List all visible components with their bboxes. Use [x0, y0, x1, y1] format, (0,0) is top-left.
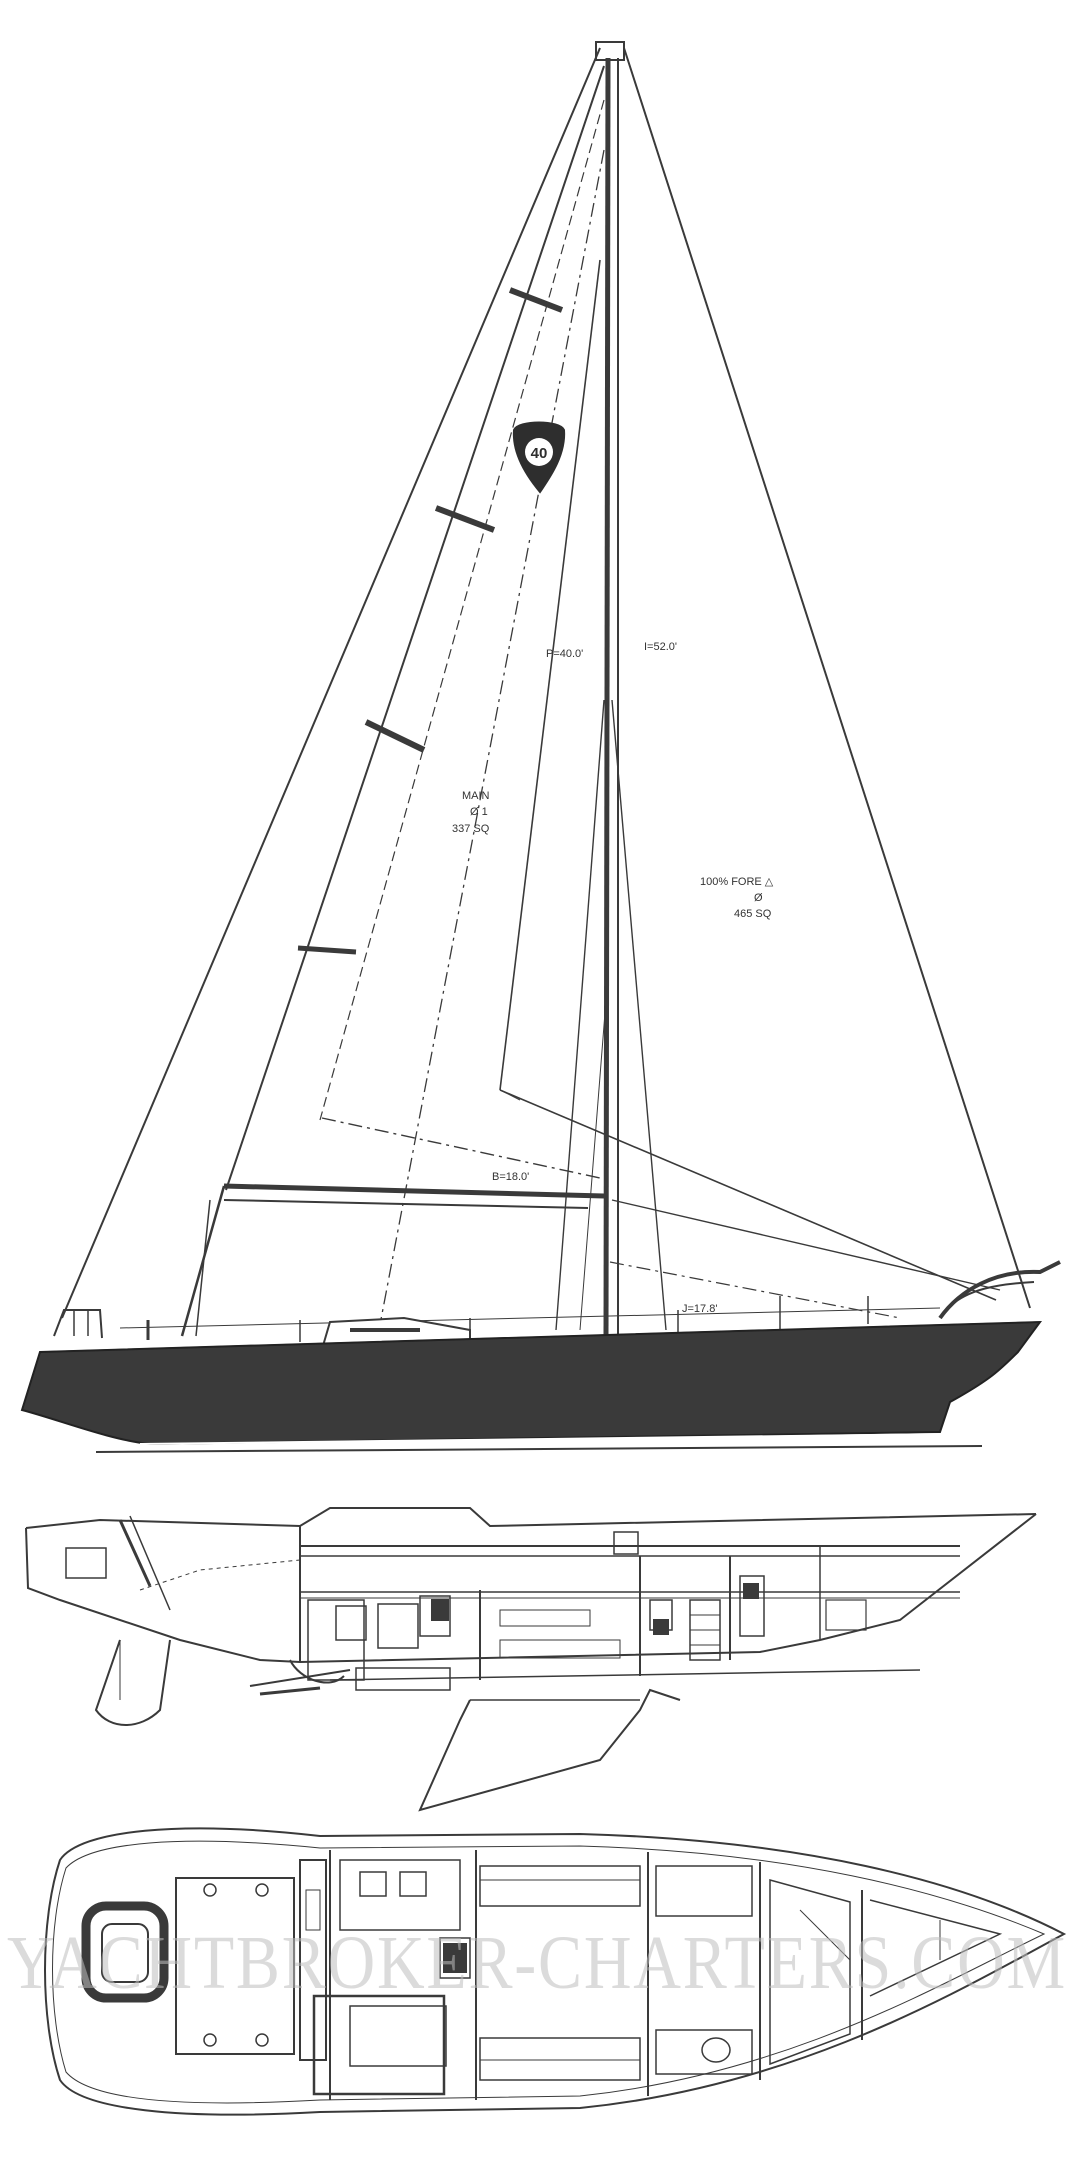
hull: [20, 1320, 1043, 1446]
accommodation-plan: [44, 1827, 1067, 2116]
hull-outline-plan: [44, 1827, 1067, 2116]
main-area-label-2: Ø 1: [470, 806, 488, 818]
masthead: [595, 41, 625, 61]
rudder: [94, 1639, 171, 1726]
mast: [603, 57, 611, 1339]
sail-labels: P=40.0' I=52.0' MAIN Ø 1 337 SQ 100% FOR…: [452, 641, 774, 1315]
batten-4: [297, 945, 357, 955]
fore-area-label-1: 100% FORE △: [700, 876, 774, 888]
class-logo: 40: [512, 421, 566, 494]
waterline: [95, 1445, 983, 1453]
batten-2: [434, 505, 496, 533]
class-logo-text: 40: [531, 445, 548, 462]
batten-1: [508, 287, 564, 313]
sail-plan: [39, 41, 1061, 1358]
boom: [223, 1183, 605, 1199]
forestay: [623, 47, 1031, 1309]
keel: [418, 1688, 681, 1812]
main-area-label-3: 337 SQ: [452, 823, 490, 835]
inboard-profile: [25, 1507, 1037, 1812]
watermark: YACHTBROKER-CHARTERS.COM: [7, 1921, 1067, 2005]
boom-dimension-label: B=18.0': [492, 1171, 529, 1183]
j-dimension-label: J=17.8': [682, 1303, 717, 1315]
fore-area-label-2: Ø: [754, 892, 763, 904]
backstay: [61, 47, 601, 1319]
p-dimension-label: P=40.0': [546, 648, 583, 660]
genoa-luff: [499, 259, 601, 1091]
i-dimension-label: I=52.0': [644, 641, 677, 653]
fore-area-label-3: 465 SQ: [734, 908, 772, 920]
main-area-label-1: MAIN: [462, 790, 490, 802]
batten-3: [364, 719, 426, 753]
mainsail-leech: [225, 65, 605, 1191]
